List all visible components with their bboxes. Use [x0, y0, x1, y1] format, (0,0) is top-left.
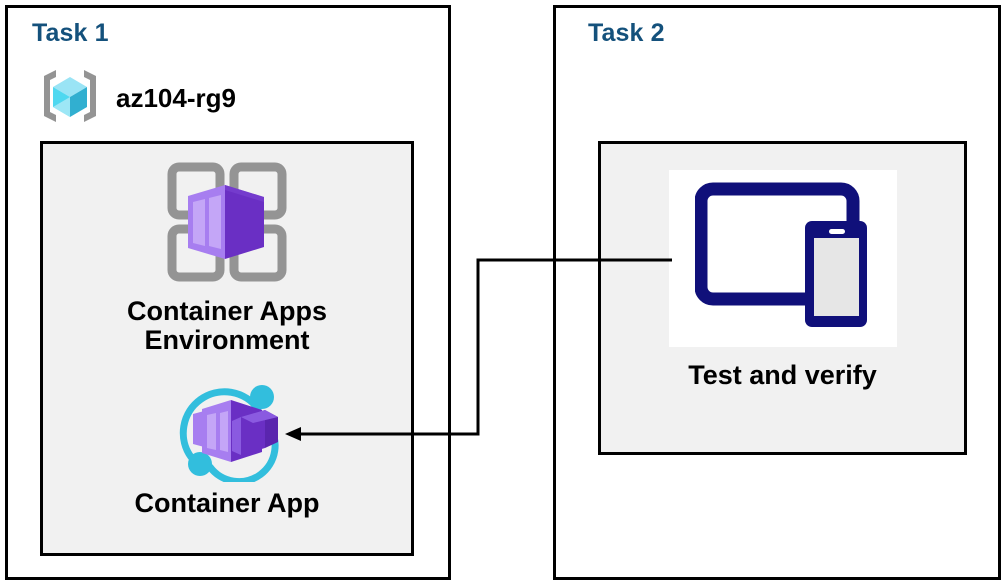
node-caption-test-and-verify: Test and verify	[688, 360, 877, 390]
devices-icon-tile	[668, 170, 897, 347]
resource-group-icon	[36, 62, 104, 135]
devices-icon	[694, 181, 871, 336]
task-2-title: Task 2	[588, 19, 665, 47]
node-container-app: Container App	[40, 376, 414, 518]
resource-group-row: az104-rg9	[36, 62, 236, 135]
container-apps-environment-icon	[163, 158, 291, 291]
node-container-apps-environment: Container Apps Environment	[40, 158, 414, 355]
task-1-title: Task 1	[32, 19, 109, 47]
node-caption-container-app: Container App	[134, 488, 320, 518]
container-app-icon	[165, 376, 290, 487]
node-test-and-verify: Test and verify	[598, 170, 967, 390]
resource-group-name: az104-rg9	[116, 83, 236, 113]
node-caption-container-apps-environment: Container Apps Environment	[126, 296, 327, 355]
